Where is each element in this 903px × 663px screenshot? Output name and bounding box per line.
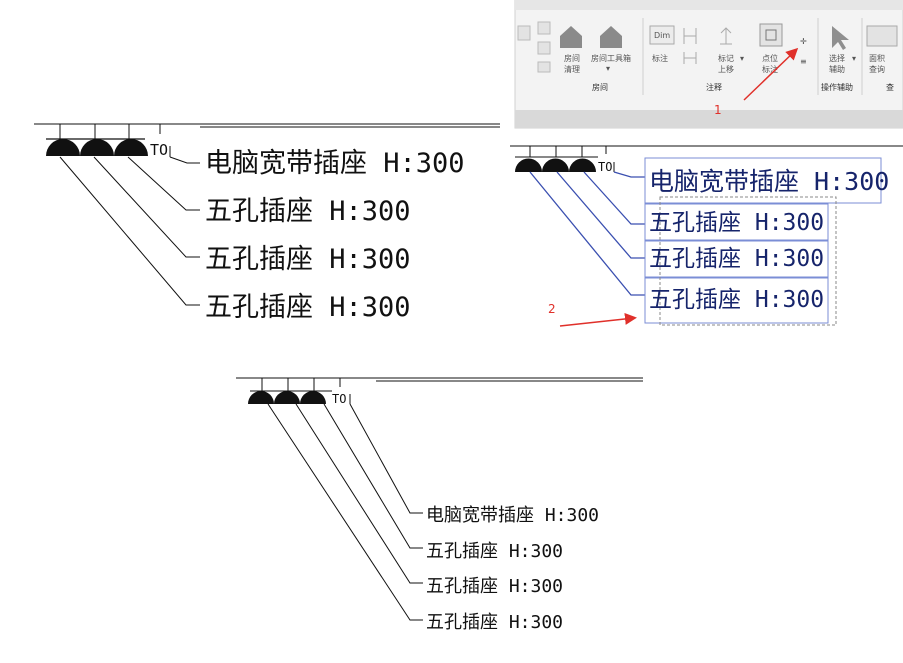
group-label-room: 房间	[592, 82, 608, 92]
selection-box[interactable]	[644, 277, 829, 324]
socket-symbol	[248, 391, 274, 404]
room-toolbox-label: 房间工具箱	[591, 53, 631, 63]
electrical-socket-drawing-selected: TO 电脑宽带插座 H:300 五孔插座 H:300 五孔插座 H:300 五孔…	[510, 145, 903, 326]
mark-up-label-1: 标记	[718, 53, 734, 63]
dropdown-arrow-icon: ▾	[852, 54, 856, 63]
tag-label: TO	[150, 141, 168, 159]
point-mark-icon	[765, 29, 777, 41]
selection-box[interactable]	[644, 157, 882, 204]
area-query-label-2: 查询	[869, 64, 885, 74]
group-label-operation-assist: 操作辅助	[821, 82, 853, 92]
selection-box[interactable]	[644, 240, 829, 278]
house-icon	[600, 26, 622, 48]
annotation-number-1: 1	[714, 103, 722, 117]
cursor-icon	[832, 26, 849, 50]
socket-label: 五孔插座 H:300	[205, 244, 411, 275]
list-icon: ≡	[800, 57, 807, 66]
area-query-button[interactable]: 面积 查询	[866, 25, 898, 74]
house-icon	[560, 26, 582, 48]
room-toolbox-button[interactable]: 房间工具箱 ▾	[591, 26, 631, 73]
small-tool-button[interactable]: ✛ ≡	[800, 37, 807, 66]
socket-symbol	[542, 158, 569, 172]
socket-symbol	[274, 391, 300, 404]
dropdown-arrow-icon: ▾	[740, 54, 744, 63]
move-icon: ✛	[800, 37, 807, 46]
select-assist-button[interactable]: 选择 辅助 ▾	[829, 26, 856, 74]
socket-symbol	[46, 139, 80, 156]
select-assist-label-2: 辅助	[829, 64, 845, 74]
socket-label: 电脑宽带插座 H:300	[426, 505, 599, 526]
point-mark-button[interactable]: 点位 标注	[759, 23, 783, 74]
tag-label: TO	[598, 160, 612, 174]
electrical-socket-drawing-left: TO 电脑宽带插座 H:300 五孔插座 H:300 五孔插座 H:300 五孔…	[34, 123, 500, 323]
socket-label: 电脑宽带插座 H:300	[205, 148, 465, 179]
dimension-icon	[683, 28, 697, 44]
group-label-annotation: 注释	[706, 82, 722, 92]
socket-label-selected: 五孔插座 H:300	[649, 246, 824, 272]
mark-up-label-2: 上移	[718, 64, 734, 74]
dim-annotate-button[interactable]: Dim 标注	[649, 25, 675, 63]
selection-extent-dashed	[659, 196, 837, 326]
mark-up-button[interactable]: 标记 上移 ▾	[718, 27, 744, 74]
socket-symbol	[569, 158, 596, 172]
room-cleanup-button[interactable]: 房间 清理	[560, 26, 582, 74]
room-cleanup-label-1: 房间	[564, 53, 580, 63]
point-mark-label-2: 标注	[762, 64, 778, 74]
annotate-label: 标注	[652, 53, 668, 63]
dimension-icon	[683, 52, 697, 64]
dim-icon-label: Dim	[654, 31, 670, 40]
room-cleanup-label-2: 清理	[564, 64, 580, 74]
annotation-arrow-2: 2	[548, 302, 637, 327]
socket-label-selected: 五孔插座 H:300	[649, 287, 824, 313]
socket-symbol	[515, 158, 542, 172]
mark-up-icon	[720, 27, 732, 45]
tag-label: TO	[332, 392, 346, 406]
socket-label: 五孔插座 H:300	[205, 292, 411, 323]
ribbon-toolbar: 房间 清理 房间工具箱 ▾ Dim 标注 标记 上移 ▾	[514, 0, 903, 129]
socket-label: 五孔插座 H:300	[426, 612, 563, 633]
annotation-arrow-1: 1	[714, 47, 799, 117]
electrical-socket-drawing-result: TO 电脑宽带插座 H:300 五孔插座 H:300 五孔插座 H:300 五孔…	[236, 377, 643, 633]
area-query-label-1: 面积	[869, 53, 885, 63]
socket-label: 五孔插座 H:300	[205, 196, 411, 227]
socket-label: 五孔插座 H:300	[426, 576, 563, 597]
partial-button-left[interactable]	[517, 21, 551, 73]
socket-label-selected: 五孔插座 H:300	[649, 210, 824, 236]
annotation-number-2: 2	[548, 302, 556, 316]
socket-symbol	[114, 139, 148, 156]
socket-symbol	[80, 139, 114, 156]
socket-label-selected: 电脑宽带插座 H:300	[649, 167, 889, 196]
socket-symbol	[300, 391, 326, 404]
socket-label: 五孔插座 H:300	[426, 541, 563, 562]
point-mark-label-1: 点位	[762, 53, 778, 63]
group-label-truncated: 查	[886, 82, 894, 92]
selection-box[interactable]	[644, 203, 829, 241]
dropdown-arrow-icon: ▾	[606, 64, 610, 73]
select-assist-label-1: 选择	[829, 53, 845, 63]
dimension-icon-button[interactable]	[683, 28, 697, 64]
